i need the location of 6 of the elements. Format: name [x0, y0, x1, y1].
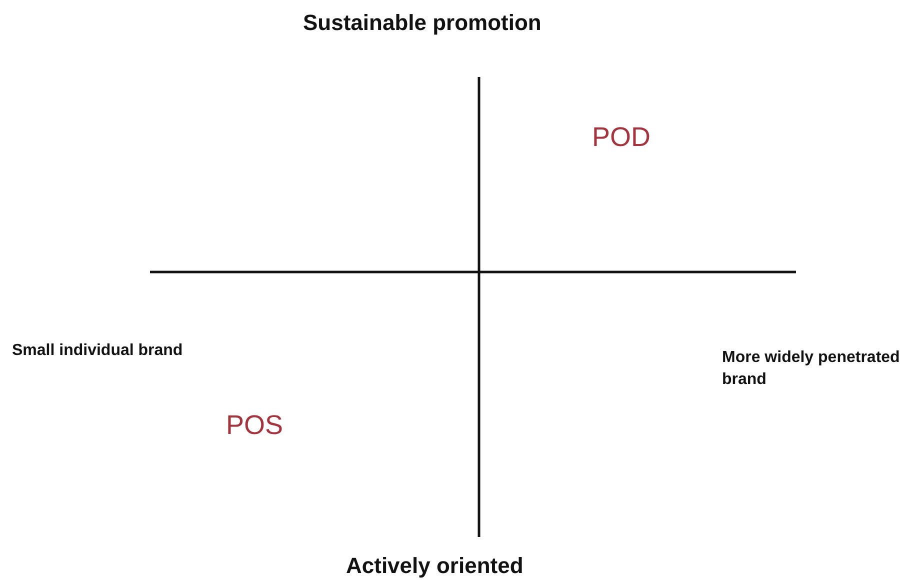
axis-end-label: More widely penetrated brand: [722, 348, 901, 390]
axis-title: Sustainable promotion: [303, 10, 542, 36]
axis-end-label: Small individual brand: [12, 341, 184, 361]
axis-title: Actively oriented: [346, 553, 524, 579]
quadrant-label: POD: [592, 122, 651, 153]
quadrant-label: POS: [226, 410, 284, 441]
